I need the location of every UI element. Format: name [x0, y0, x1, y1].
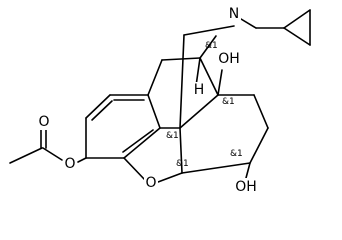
- bond-carbonyl-ester-o: [42, 147, 63, 161]
- bond-c14-hydroxyl: [217, 69, 223, 96]
- bond-c6-c5: [181, 162, 251, 174]
- bond-c9-c14: [199, 57, 219, 96]
- bond-cyclopropyl-b: [283, 27, 311, 46]
- bond-c10-c9: [161, 57, 201, 61]
- ring-oxygen-label: O: [145, 175, 156, 191]
- bond-c9-nitrogen: [199, 35, 217, 59]
- bond-c16-c6: [249, 127, 269, 164]
- atom-labels: N OH H O OH O O: [37, 4, 258, 195]
- nitrogen-atom-label: N: [229, 6, 239, 22]
- bond-methyl-carbonyl: [9, 147, 43, 164]
- bond-c6-hydroxyl: [245, 162, 251, 179]
- bridgehead-hydrogen-label: H: [194, 82, 205, 98]
- bond-ring-oxygen-c5: [157, 172, 183, 183]
- bond-c15-c16: [253, 94, 269, 129]
- bond-c13-c14: [179, 94, 219, 129]
- ester-oxygen-label: O: [64, 156, 75, 172]
- stereo-label-c6: &1: [230, 149, 243, 159]
- bond-cyclopropyl-a: [283, 9, 311, 29]
- stereo-label-c9: &1: [205, 41, 218, 51]
- bond-ester-o-aryl: [77, 157, 87, 163]
- bond-c11-c10: [147, 59, 163, 96]
- stereo-labels: &1 &1 &1 &1 &1: [166, 41, 243, 169]
- hydroxyl-top-label: OH: [218, 51, 240, 67]
- hydroxyl-bottom-label: OH: [235, 179, 257, 195]
- stereo-label-c13: &1: [166, 131, 179, 141]
- bond-lines: [9, 9, 311, 183]
- bond-c4-ring-oxygen: [123, 157, 146, 181]
- molecule-structure-diagram: N OH H O OH O O &1 &1 &1 &1 &1: [9, 4, 311, 195]
- bond-aryl-c2-c1-inner: [91, 100, 113, 121]
- bond-aryl-c12-c4-inner: [122, 129, 154, 153]
- bond-c13-c15-bridge: [179, 34, 185, 129]
- stereo-label-c5: &1: [176, 159, 189, 169]
- stereo-label-c14: &1: [222, 97, 235, 107]
- carbonyl-oxygen-label: O: [38, 114, 49, 130]
- bond-bridge-nitrogen: [183, 25, 235, 36]
- bond-aryl-c12-c4: [123, 127, 161, 159]
- bond-aryl-c2-c1: [85, 94, 111, 119]
- bond-c9-hydrogen: [195, 57, 201, 87]
- bond-c5-c13: [179, 127, 183, 174]
- bond-aryl-c11-c12: [147, 94, 161, 129]
